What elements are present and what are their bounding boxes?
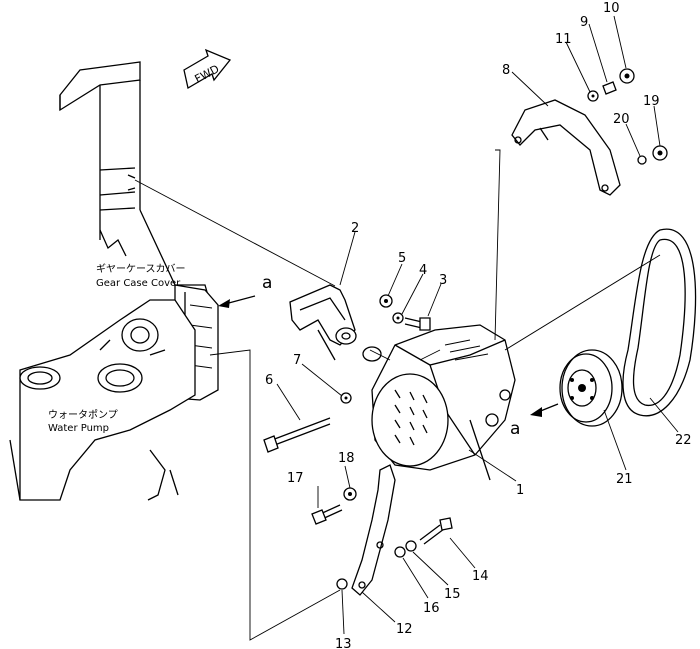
callout-14: 14: [472, 569, 489, 584]
washer-15: [405, 540, 417, 552]
gear-case-cover-label-jp: ギヤーケースカバー: [96, 263, 186, 275]
washer-5: [379, 294, 393, 308]
leader-lines: [276, 15, 679, 635]
bolt-6: [263, 417, 331, 453]
callout-13: 13: [335, 637, 352, 649]
callout-19: 19: [643, 94, 660, 109]
bolt-3: [404, 317, 431, 331]
alternator: [371, 324, 516, 481]
gear-case-cover-label-en: Gear Case Cover: [96, 278, 181, 289]
callout-8: 8: [502, 63, 510, 78]
washer-7: [340, 392, 352, 404]
svg-text:a: a: [262, 273, 272, 293]
adjusting-plate: [511, 99, 621, 196]
callout-10: 10: [603, 1, 620, 16]
nut-10: [619, 68, 635, 84]
callout-numbers: 1 2 3 4 5 6 7 8 9 10 11 12 13 14 15 16 1…: [265, 1, 692, 649]
washer-18: [343, 487, 357, 501]
assembly-lines: [134, 149, 661, 641]
view-a-arrow-right: a: [510, 403, 559, 439]
pulley: [559, 349, 623, 427]
callout-18: 18: [338, 451, 355, 466]
water-pump-label-jp: ウォータポンプ: [48, 409, 118, 421]
spacer-9: [602, 81, 617, 95]
callout-12: 12: [396, 622, 413, 637]
washer-16: [394, 546, 406, 558]
mounting-bracket: [289, 284, 382, 362]
callout-22: 22: [675, 433, 692, 448]
callout-20: 20: [613, 112, 630, 127]
callout-9: 9: [580, 15, 588, 30]
callout-11: 11: [555, 32, 572, 47]
svg-text:a: a: [510, 419, 520, 439]
washer-13: [336, 578, 348, 590]
callout-7: 7: [293, 353, 301, 368]
water-pump: [9, 299, 196, 501]
v-belt: [622, 228, 697, 417]
washer-20: [637, 155, 647, 165]
water-pump-label-en: Water Pump: [48, 423, 109, 434]
callout-2: 2: [351, 221, 359, 236]
callout-6: 6: [265, 373, 273, 388]
washer-11: [587, 90, 599, 102]
callout-3: 3: [439, 273, 447, 288]
callout-4: 4: [419, 263, 427, 278]
callout-1: 1: [516, 483, 524, 498]
bolt-17: [311, 504, 343, 525]
fwd-arrow: FWD: [183, 48, 232, 90]
callout-17: 17: [287, 471, 304, 486]
washer-4: [392, 312, 404, 324]
nut-19: [652, 145, 668, 161]
bolt-14: [419, 517, 453, 545]
callout-16: 16: [423, 601, 440, 616]
callout-5: 5: [398, 251, 406, 266]
callout-15: 15: [444, 587, 461, 602]
view-a-arrow-left: a: [218, 273, 272, 308]
adjusting-link: [351, 464, 396, 596]
callout-21: 21: [616, 472, 633, 487]
